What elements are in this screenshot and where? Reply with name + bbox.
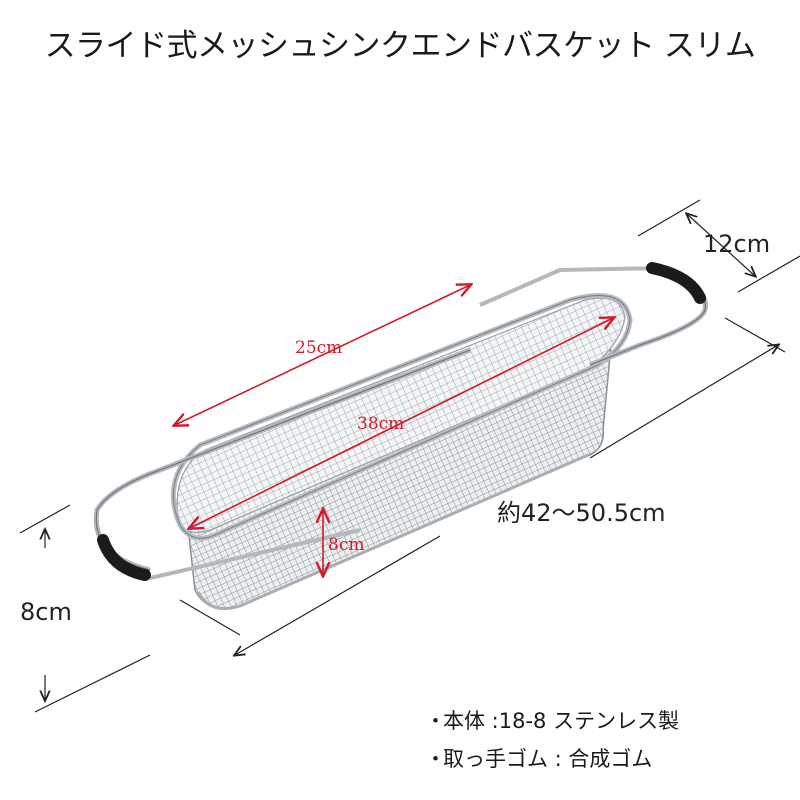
spec-item-grip: ・ 取っ手ゴム : 合成ゴム bbox=[425, 740, 679, 778]
basket-body bbox=[170, 293, 633, 610]
basket-length-arrow bbox=[190, 318, 613, 528]
rubber-grip-right bbox=[646, 262, 706, 304]
basket-length-label: 38cm bbox=[357, 414, 405, 434]
spec-text: 本体 :18-8 ステンレス製 bbox=[443, 709, 680, 733]
bullet: ・ bbox=[425, 709, 446, 733]
rubber-grip-left bbox=[97, 534, 151, 581]
dimension-lines bbox=[19, 199, 800, 713]
spec-list: ・ 本体 :18-8 ステンレス製 ・ 取っ手ゴム : 合成ゴム bbox=[425, 702, 679, 778]
inner-length-label: 25cm bbox=[295, 338, 343, 358]
height-outer-label: 8cm bbox=[20, 598, 72, 626]
total-length-label: 約42〜50.5cm bbox=[497, 499, 666, 527]
basket-height-label: 8cm bbox=[328, 535, 365, 555]
bullet: ・ bbox=[425, 747, 446, 771]
depth-label: 12cm bbox=[703, 230, 771, 258]
page-title: スライド式メッシュシンクエンドバスケット スリム bbox=[44, 28, 756, 64]
spec-text: 取っ手ゴム : 合成ゴム bbox=[443, 747, 653, 771]
spec-item-body: ・ 本体 :18-8 ステンレス製 bbox=[425, 702, 679, 740]
